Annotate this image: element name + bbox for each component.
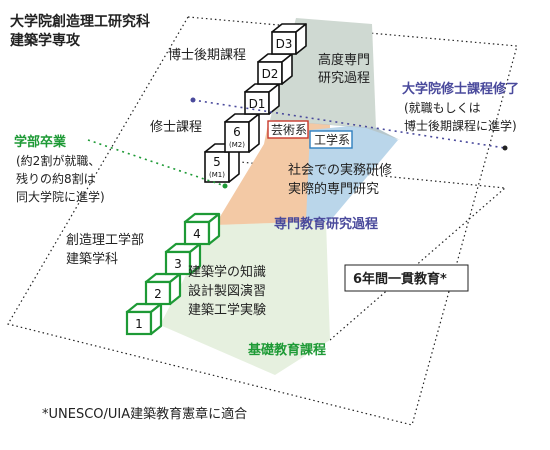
step-5 bbox=[204, 151, 230, 183]
frame-inner-right bbox=[329, 187, 506, 341]
header-line1: 大学院創造理工研究科 bbox=[10, 13, 150, 30]
undergrad-completion-label: 学部卒業 bbox=[14, 134, 67, 150]
frame-left-bottom bbox=[7, 16, 413, 426]
masters-label: 修士課程 bbox=[150, 119, 202, 135]
step-side-8 bbox=[281, 53, 293, 85]
master-completion-dot-end bbox=[502, 145, 508, 151]
step-side-3 bbox=[188, 242, 202, 276]
step-label-7: D1 bbox=[249, 97, 266, 111]
advanced-label-2: 研究過程 bbox=[318, 71, 370, 86]
undergrad-completion-dot bbox=[222, 183, 228, 189]
master-completion-line bbox=[192, 99, 506, 149]
step-label-6: 6 bbox=[233, 125, 241, 139]
basic-subject-1: 建築学の知識 bbox=[188, 264, 266, 280]
footnote: *UNESCO/UIA建築教育憲章に適合 bbox=[42, 406, 247, 422]
step-side-4 bbox=[207, 212, 221, 246]
header-line2: 建築学専攻 bbox=[10, 32, 81, 49]
master-completion-label: 大学院修士課程修了 bbox=[402, 81, 519, 97]
step-label-9: D3 bbox=[276, 37, 293, 51]
step-side-2 bbox=[168, 272, 182, 306]
outer-frame bbox=[7, 16, 518, 426]
step-label-4: 4 bbox=[193, 227, 201, 241]
step-label-1: 1 bbox=[135, 317, 143, 331]
specialized-course-label: 専門教育研究過程 bbox=[274, 216, 378, 232]
engineering-track-badge bbox=[309, 130, 353, 149]
art-track-badge bbox=[267, 120, 309, 139]
step-label-5: 5 bbox=[213, 155, 221, 169]
undergrad-note-3: 同大学院に進学) bbox=[16, 189, 105, 204]
step-label-3: 3 bbox=[174, 257, 182, 271]
step-label-2: 2 bbox=[154, 287, 162, 301]
master-completion-note-2: 博士後期課程に進学) bbox=[404, 118, 517, 133]
advanced-research-edge bbox=[270, 120, 400, 140]
undergrad-note-1: (約2割が就職、 bbox=[16, 153, 100, 168]
undergrad-completion-line bbox=[87, 139, 226, 187]
engineering-track-label: 工学系 bbox=[314, 132, 350, 147]
master-completion-dot-start bbox=[190, 97, 196, 103]
department-label-1: 創造理工学部 bbox=[66, 232, 144, 248]
basic-subject-3: 建築工学実験 bbox=[188, 302, 266, 318]
basic-subject-2: 設計製図演習 bbox=[188, 283, 266, 299]
step-side-1 bbox=[149, 302, 163, 336]
practice-label-2: 実際的専門研究 bbox=[288, 181, 379, 197]
six-year-box bbox=[344, 264, 469, 292]
doctoral-label: 博士後期課程 bbox=[168, 47, 246, 63]
staircase: 1 2 3 4 5 (M1) 6 (M2) D1 D2 D3 bbox=[125, 23, 307, 336]
frame-mid-right bbox=[219, 159, 506, 189]
six-year-label: 6年間一貫教育* bbox=[353, 271, 447, 287]
step-side-7 bbox=[268, 83, 280, 115]
department-label-2: 建築学科 bbox=[66, 251, 118, 267]
art-track-label: 芸術系 bbox=[271, 123, 307, 137]
undergrad-note-2: 残りの約8割は bbox=[16, 171, 96, 186]
basic-course-area bbox=[160, 221, 330, 375]
step-side-9 bbox=[295, 23, 307, 55]
step-sublabel-5: (M1) bbox=[209, 171, 225, 179]
master-completion-note-1: (就職もしくは bbox=[404, 101, 481, 115]
step-sublabel-6: (M2) bbox=[229, 141, 245, 149]
step-label-8: D2 bbox=[262, 67, 279, 81]
step-side-6 bbox=[248, 113, 260, 153]
basic-course-label: 基礎教育課程 bbox=[247, 342, 326, 358]
advanced-label-1: 高度専門 bbox=[318, 52, 370, 68]
practice-label-1: 社会での実務研修 bbox=[288, 162, 392, 178]
practice-area bbox=[215, 122, 330, 225]
